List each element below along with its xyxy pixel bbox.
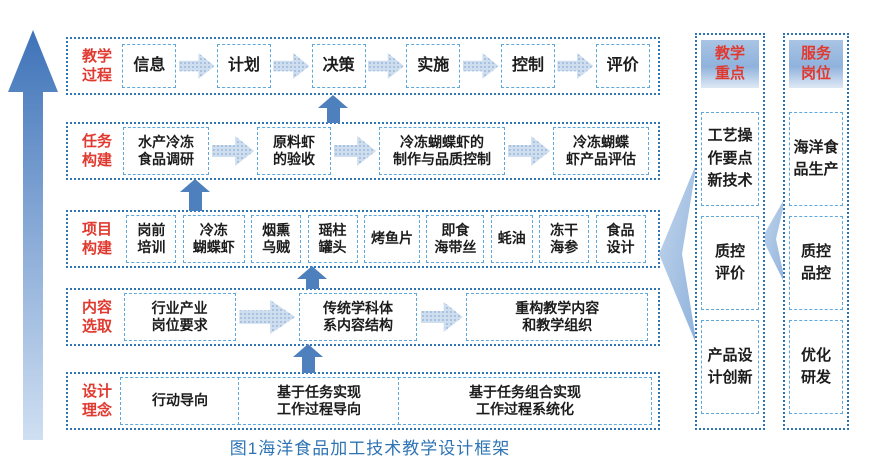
left-chevron-arrow-icon [762,196,786,286]
process-step-box: 信息 [122,44,177,88]
focus-box: 产品设 计创新 [701,320,759,414]
main-up-flow-arrow [8,30,58,440]
project-box: 烟熏 乌贼 [251,215,302,263]
right-arrow-icon [212,136,254,166]
right-arrow-icon [420,302,463,332]
left-chevron-arrow-icon [659,162,697,346]
right-arrow-icon [557,53,594,79]
up-arrow-head [297,266,327,279]
task-box: 原料虾 的验收 [257,127,331,175]
position-box: 质控 品控 [789,216,843,310]
right-arrow-icon [334,136,376,166]
row-teaching-process: 教学 过程 信息 计划 决策 实施 控制 评价 [66,37,660,95]
up-arrow-icon [318,95,348,123]
row-design-philosophy: 设计 理念 行动导向 基于任务实现 工作过程导向 基于任务组合实现 工作过程系统… [66,372,660,430]
up-arrow-shaft [188,192,202,211]
row-content: 水产冷冻 食品调研 原料虾 的验收 冷冻蝴蝶虾的 制作与品质控制 冷冻蝴蝶 虾产… [120,127,652,175]
figure-caption: 图1海洋食品加工技术教学设计框架 [229,439,511,458]
row-label-project-construction: 项目 构建 [81,220,112,258]
position-box: 优化 研发 [789,320,843,414]
content-box: 行业产业 岗位要求 [123,293,236,341]
up-arrow-shaft [305,279,319,289]
process-step-box: 控制 [500,44,555,88]
content-box: 重构教学内容 和教学组织 [466,293,649,341]
up-arrow-shaft [301,357,315,373]
process-step-box: 评价 [595,44,650,88]
project-box: 食品 设计 [595,215,646,263]
right-arrow-icon [508,136,550,166]
up-arrow-head [180,179,210,192]
content-box: 传统学科体 系内容结构 [298,293,417,341]
column-teaching-focus: 教学 重点 工艺操 作要点 新技术 质控 评价 产品设 计创新 [695,33,765,430]
project-box: 岗前 培训 [126,215,177,263]
row-label-teaching-process: 教学 过程 [81,47,112,85]
up-arrow-icon [180,179,210,211]
up-arrow-shaft [326,108,340,123]
philosophy-box: 行动导向 [120,377,240,425]
right-arrow-icon [239,300,296,334]
up-arrow-icon [297,266,327,289]
task-box: 水产冷冻 食品调研 [123,127,209,175]
row-content: 行动导向 基于任务实现 工作过程导向 基于任务组合实现 工作过程系统化 [120,377,652,425]
right-arrow-icon [178,53,215,79]
row-task-construction: 任务 构建 水产冷冻 食品调研 原料虾 的验收 冷冻蝴蝶虾的 制作与品质控制 冷… [66,122,660,180]
task-box: 冷冻蝴蝶虾的 制作与品质控制 [379,127,505,175]
project-box: 瑶柱 罐头 [307,215,358,263]
project-box: 蚝油 [490,215,533,263]
row-project-construction: 项目 构建 岗前 培训 冷冻 蝴蝶虾 烟熏 乌贼 瑶柱 罐头 烤鱼片 即食 海带… [66,210,660,268]
focus-box: 工艺操 作要点 新技术 [701,112,759,206]
row-label-content-selection: 内容 选取 [81,298,112,336]
row-content: 岗前 培训 冷冻 蝴蝶虾 烟熏 乌贼 瑶柱 罐头 烤鱼片 即食 海带丝 蚝油 冻… [120,215,652,263]
right-arrow-icon [273,53,310,79]
row-label-task-construction: 任务 构建 [81,132,112,170]
project-box: 冷冻 蝴蝶虾 [182,215,245,263]
focus-box: 质控 评价 [701,216,759,310]
row-content: 信息 计划 决策 实施 控制 评价 [120,42,652,90]
row-content: 行业产业 岗位要求 传统学科体 系内容结构 重构教学内容 和教学组织 [120,293,652,341]
up-arrow-icon [293,344,323,373]
column-service-positions: 服务 岗位 海洋食 品生产 质控 品控 优化 研发 [783,33,849,430]
philosophy-box: 基于任务实现 工作过程导向 [238,377,400,425]
right-arrow-icon [367,53,404,79]
process-step-box: 计划 [216,44,271,88]
process-step-box: 决策 [311,44,366,88]
row-label-design-philosophy: 设计 理念 [81,382,112,420]
column-header-teaching-focus: 教学 重点 [701,40,759,88]
project-box: 即食 海带丝 [426,215,485,263]
project-box: 冻干 海参 [539,215,590,263]
up-arrow-head [293,344,323,357]
task-box: 冷冻蝴蝶 虾产品评估 [553,127,649,175]
philosophy-box: 基于任务组合实现 工作过程系统化 [398,377,652,425]
position-box: 海洋食 品生产 [789,112,843,206]
row-content-selection: 内容 选取 行业产业 岗位要求 传统学科体 系内容结构 重构教学内容 和教学组织 [66,288,660,346]
process-step-box: 实施 [406,44,461,88]
right-arrow-icon [462,53,499,79]
column-header-service-positions: 服务 岗位 [789,40,843,88]
project-box: 烤鱼片 [363,215,420,263]
up-arrow-head [318,95,348,108]
